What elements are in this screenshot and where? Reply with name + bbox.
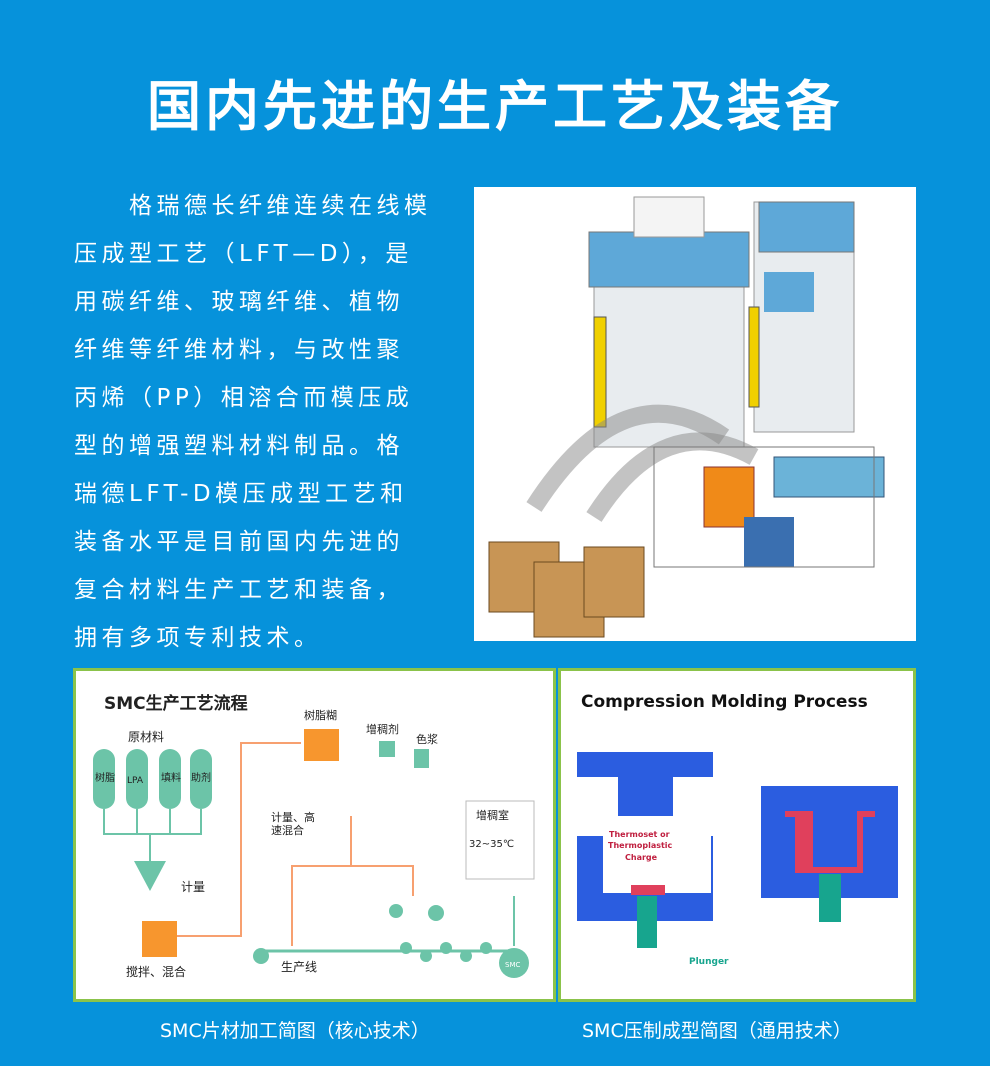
charge-label: Thermoplastic [608,841,673,850]
paragraph-line: 丙烯（PP）相溶合而模压成 [74,385,414,411]
meter-label: 计量 [181,880,205,894]
plunger-label: Plunger [689,957,729,967]
smc-title: SMC生产工艺流程 [104,693,248,714]
intro-paragraph: 格瑞德长纤维连续在线模 压成型工艺（LFT—D），是 用碳纤维、玻璃纤维、植物 … [74,182,454,662]
high-speed-mix-label: 速混合 [271,823,304,837]
paragraph-line: 装备水平是目前国内先进的 [74,529,404,555]
smc-roll-label: SMC [505,961,520,969]
charge-label: Thermoset or [609,830,670,839]
paragraph-line: 型的增强塑料材料制品。格 [74,433,404,459]
paragraph-line: 用碳纤维、玻璃纤维、植物 [74,289,404,315]
tank-label: 助剂 [191,771,211,784]
thickener-label: 增稠剂 [366,722,399,736]
temperature-label: 32~35℃ [469,839,514,850]
charge-label: Charge [625,853,658,862]
paragraph-line: 拥有多项专利技术。 [74,625,322,651]
paragraph-line: 纤维等纤维材料，与改性聚 [74,337,404,363]
raw-material-label: 原材料 [128,730,164,744]
paragraph-line: 压成型工艺（LFT—D），是 [74,241,413,267]
mix-label: 搅拌、混合 [126,964,186,979]
caption-left: SMC片材加工简图（核心技术） [160,1020,430,1042]
cm-title: Compression Molding Process [581,692,868,712]
paragraph-line: 复合材料生产工艺和装备， [74,577,404,603]
color-paste-label: 色浆 [416,732,438,746]
compression-molding-diagram: Compression Molding Process Thermoset or… [558,668,916,1002]
high-speed-mix-label: 计量、高 [271,810,315,824]
smc-process-diagram: SMC生产工艺流程 原材料 树脂 LPA 填料 助剂 计量 搅拌、混合 树脂糊 … [73,668,556,1002]
tank-label: LPA [127,776,144,786]
resin-paste-label: 树脂糊 [304,708,337,722]
lft-d-equipment-illustration [474,187,916,641]
paragraph-line: 格瑞德长纤维连续在线模 [74,193,432,219]
tank-label: 树脂 [95,771,115,784]
tank-label: 填料 [161,771,181,784]
paragraph-line: 瑞德LFT-D模压成型工艺和 [74,481,408,507]
production-line-label: 生产线 [281,960,317,974]
page-title: 国内先进的生产工艺及装备 [147,75,843,138]
thickening-room-label: 增稠室 [476,808,509,822]
caption-right: SMC压制成型简图（通用技术） [582,1020,852,1042]
